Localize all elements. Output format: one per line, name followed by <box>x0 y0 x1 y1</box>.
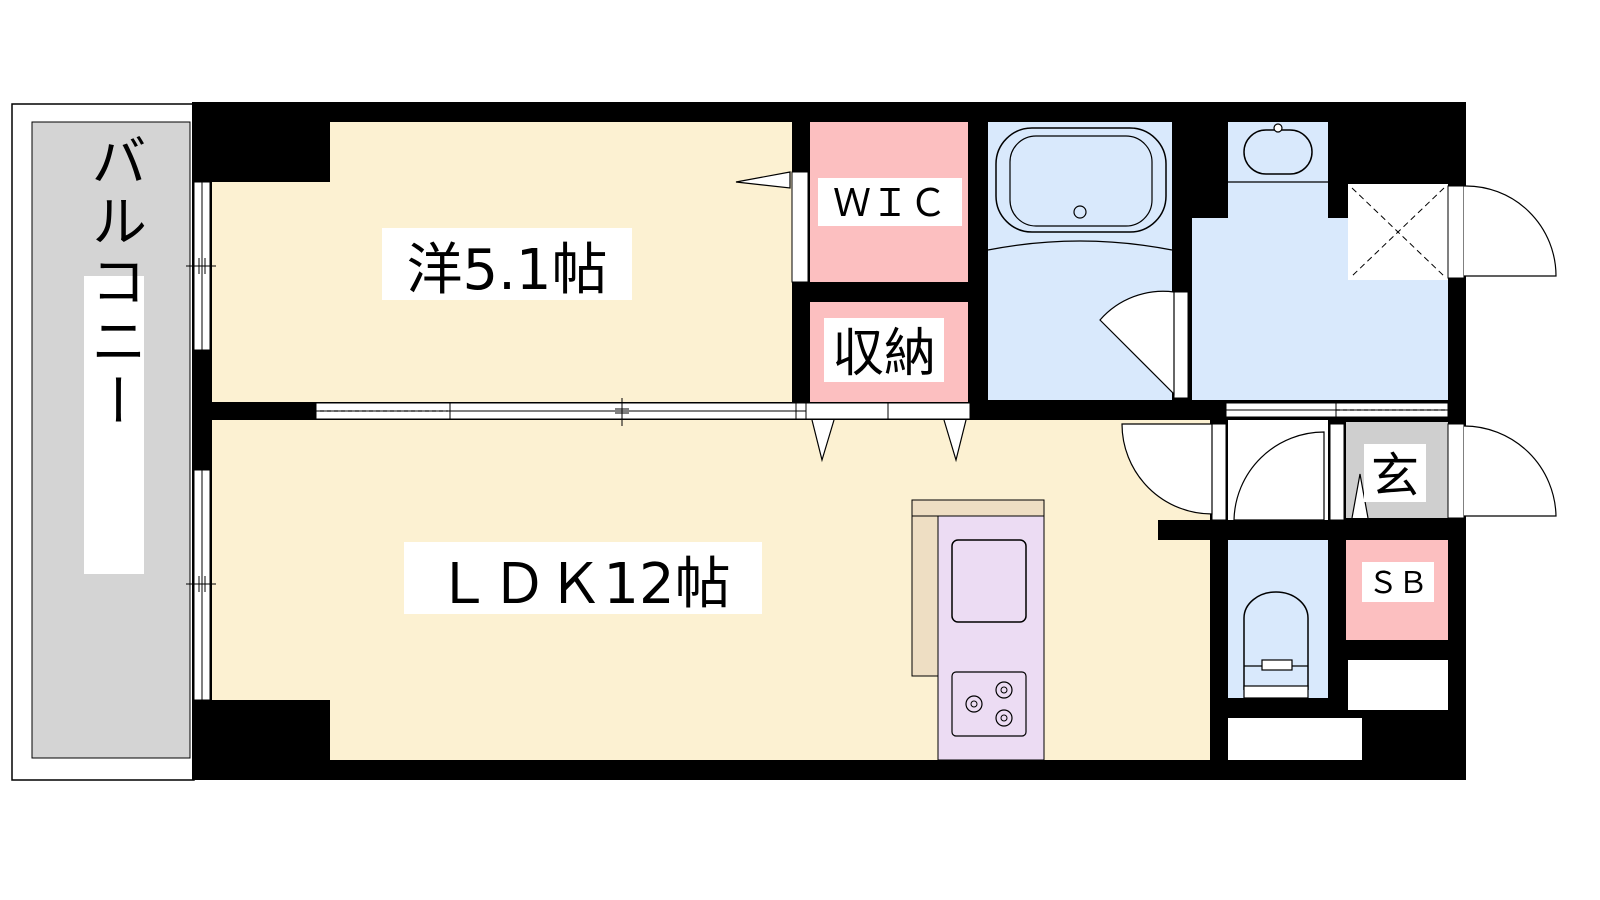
ldk-label-bg <box>404 542 762 614</box>
storage-label: 収納 <box>832 324 936 384</box>
corridor-space <box>1228 718 1362 760</box>
window-top <box>186 181 216 351</box>
storage-label-bg <box>824 318 944 382</box>
wic-door <box>735 171 809 283</box>
toilet-area <box>1228 540 1328 698</box>
kitchen-unit <box>911 499 1045 761</box>
western-room-label: 洋5.1帖 <box>406 238 607 303</box>
bathtub <box>987 127 1173 251</box>
meter-space <box>1348 660 1448 710</box>
toilet-fixture <box>1243 591 1309 699</box>
western-room-label-bg <box>382 228 632 300</box>
balcony-label: バルコニー <box>82 132 147 432</box>
entrance-label-bg <box>1364 444 1426 502</box>
washroom-area <box>1228 122 1328 218</box>
pillar-top-left <box>212 122 330 182</box>
front-door <box>1447 423 1557 519</box>
ldk-label: ＬＤＫ12帖 <box>435 552 730 617</box>
window-bottom <box>186 469 216 701</box>
shoe-box-label-bg <box>1362 562 1434 602</box>
wic-label-bg <box>818 178 962 226</box>
hall-door <box>1228 423 1345 523</box>
entrance-step <box>1351 473 1369 519</box>
wic-label: ＷＩＣ <box>833 181 947 225</box>
washroom-sliding-door <box>1225 402 1449 418</box>
pillar-bottom-left <box>212 700 330 760</box>
storage-door <box>805 402 971 463</box>
balcony-label-bg <box>84 276 144 574</box>
washbasin <box>1228 123 1328 183</box>
closet-mark <box>1351 187 1445 277</box>
closet-exterior-door <box>1447 185 1557 279</box>
bathroom-door <box>1099 290 1189 399</box>
shoe-box-label: ＳＢ <box>1368 566 1428 601</box>
ldk-door <box>1121 423 1227 521</box>
sliding-partition <box>315 398 807 426</box>
wall-toilet-side <box>1158 520 1228 540</box>
entrance-label: 玄 <box>1371 448 1419 504</box>
